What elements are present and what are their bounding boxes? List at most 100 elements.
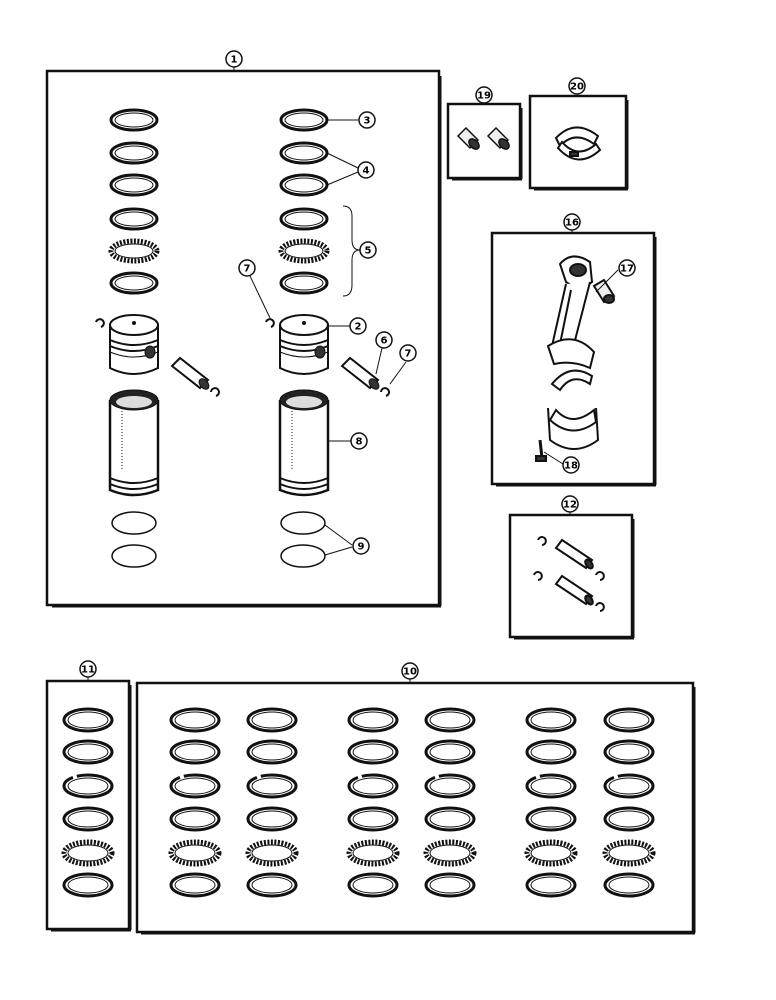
piston-ring <box>346 839 400 867</box>
callout-2: 2 <box>349 317 367 335</box>
piston-ring <box>246 872 298 898</box>
piston-ring-inner <box>352 711 394 729</box>
piston-ring <box>246 806 298 832</box>
piston-ring <box>62 707 114 733</box>
kit-16-connecting-rod <box>490 228 657 487</box>
piston-ring-inner <box>251 810 293 828</box>
kit-11-ring-set <box>45 675 132 932</box>
piston-ring-inner <box>67 743 109 761</box>
callout-18-label: 18 <box>564 461 578 472</box>
piston-ring <box>603 872 655 898</box>
right-ring-stack <box>278 108 330 295</box>
piston-ring-inner <box>429 876 471 894</box>
piston-ring-inner <box>251 876 293 894</box>
piston-ring <box>525 872 577 898</box>
kit-1-piston-sleeve <box>45 60 442 608</box>
callout-19: 19 <box>475 86 493 104</box>
kit-10-rings-col-5 <box>524 707 578 898</box>
piston-ring-inner <box>174 844 216 862</box>
piston-ring-inner <box>174 743 216 761</box>
piston-ring-inner <box>352 844 394 862</box>
callout-5: 5 <box>359 241 377 259</box>
piston-ring <box>246 707 298 733</box>
kit-10-rings-col-3 <box>346 707 400 898</box>
piston-ring-inner <box>608 810 650 828</box>
callout-17-label: 17 <box>620 264 634 275</box>
piston-ring-inner <box>530 810 572 828</box>
callout-8: 8 <box>350 432 368 450</box>
right-cylinder-sleeve <box>278 389 330 497</box>
kit-10-rings-col-1 <box>168 707 222 898</box>
callout-3: 3 <box>358 111 376 129</box>
piston-ring-inner <box>352 777 394 795</box>
piston-ring <box>169 872 221 898</box>
callout-10: 10 <box>401 662 419 680</box>
kit-10-ring-sets <box>135 678 696 935</box>
piston-ring-inner <box>429 743 471 761</box>
piston-ring <box>169 707 221 733</box>
piston-ring <box>424 707 476 733</box>
piston-ring <box>525 739 577 765</box>
callout-7a-label: 7 <box>244 264 251 275</box>
piston-ring <box>347 773 399 799</box>
left-piston <box>95 314 159 375</box>
left-ring-stack <box>108 108 160 295</box>
piston-ring-inner <box>429 844 471 862</box>
piston-ring <box>525 773 577 799</box>
piston-ring <box>62 806 114 832</box>
piston-ring-inner <box>251 711 293 729</box>
piston-ring <box>169 773 221 799</box>
piston-ring-inner <box>174 810 216 828</box>
piston-ring-inner <box>530 711 572 729</box>
piston-ring-inner <box>429 777 471 795</box>
piston-ring <box>347 707 399 733</box>
piston-ring <box>525 806 577 832</box>
piston-ring <box>62 739 114 765</box>
kit-20-bearing-shells <box>528 94 629 191</box>
callout-19-label: 19 <box>477 91 491 102</box>
piston-ring <box>168 839 222 867</box>
callout-11-label: 11 <box>81 665 95 676</box>
callout-6: 6 <box>375 331 393 349</box>
piston-ring <box>246 739 298 765</box>
piston-ring-inner <box>67 844 109 862</box>
callout-5-label: 5 <box>365 246 372 257</box>
piston-ring <box>603 707 655 733</box>
piston-ring <box>424 773 476 799</box>
piston-ring <box>524 839 578 867</box>
kit-12-pins-retainers <box>508 510 635 640</box>
callout-18: 18 <box>562 456 580 474</box>
callout-1-label: 1 <box>231 55 238 66</box>
callout-7a: 7 <box>238 259 256 277</box>
piston-ring <box>169 806 221 832</box>
piston-ring <box>423 839 477 867</box>
piston-ring <box>603 806 655 832</box>
callout-9-label: 9 <box>358 542 365 553</box>
callout-12: 12 <box>561 495 579 513</box>
piston-ring-inner <box>429 810 471 828</box>
callout-11: 11 <box>79 660 97 678</box>
piston-ring-inner <box>67 711 109 729</box>
left-cylinder-sleeve <box>108 389 160 497</box>
piston-ring-inner <box>352 743 394 761</box>
piston-ring-inner <box>608 876 650 894</box>
piston-ring <box>245 839 299 867</box>
callout-17: 17 <box>618 259 636 277</box>
piston-ring-inner <box>174 876 216 894</box>
piston-ring-inner <box>352 810 394 828</box>
piston-ring-inner <box>251 777 293 795</box>
piston-ring <box>62 872 114 898</box>
callout-1: 1 <box>225 50 243 68</box>
piston-ring-inner <box>608 743 650 761</box>
piston-ring-inner <box>530 743 572 761</box>
callout-12-label: 12 <box>563 500 577 511</box>
callout-20-label: 20 <box>570 82 584 93</box>
callout-8-label: 8 <box>356 437 363 448</box>
kit-10-rings-col-2 <box>245 707 299 898</box>
callout-16: 16 <box>563 213 581 231</box>
callout-9: 9 <box>352 537 370 555</box>
piston-ring <box>62 773 114 799</box>
piston-ring-inner <box>174 777 216 795</box>
kit-19-bushings <box>446 102 523 181</box>
right-piston-pin <box>340 356 390 397</box>
